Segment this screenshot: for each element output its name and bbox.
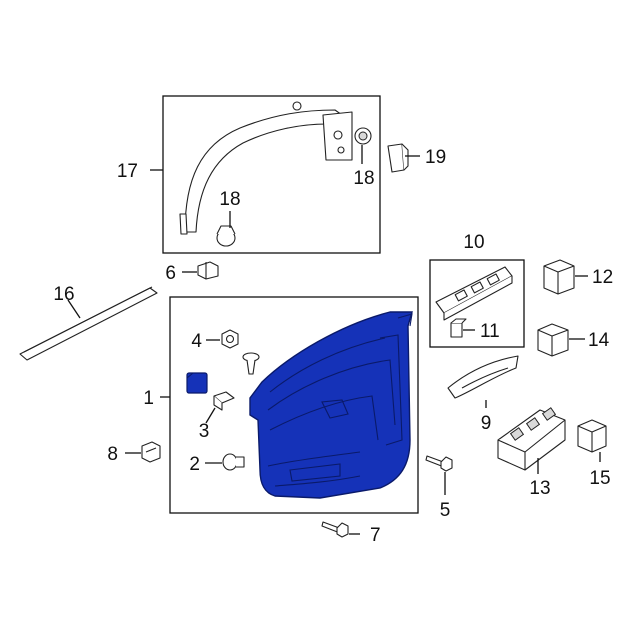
callout-7: 7 [370, 525, 381, 546]
callout-6: 6 [165, 263, 176, 284]
callout-12: 12 [592, 267, 613, 288]
leader-lines [67, 145, 601, 535]
group-box-10 [429, 259, 525, 348]
belt-molding-16 [19, 286, 158, 361]
switch-14 [537, 323, 569, 357]
frame-molding [179, 109, 353, 235]
fastener-2 [222, 453, 245, 471]
screw-5 [425, 455, 453, 472]
push-pin [242, 352, 260, 375]
retainer-clip-square [186, 372, 208, 394]
callout-8: 8 [107, 444, 118, 465]
callout-11: 11 [480, 321, 500, 342]
callout-16: 16 [53, 284, 74, 305]
callout-17: 17 [117, 161, 138, 182]
clip-18-right [354, 127, 372, 145]
window-switch-13 [497, 407, 566, 471]
group-box-1 [169, 296, 419, 514]
clip-3 [213, 391, 235, 411]
callout-18-right: 18 [353, 168, 374, 189]
handle-bezel-9 [447, 355, 519, 399]
switch-bezel-10 [435, 266, 513, 321]
callout-2: 2 [189, 454, 200, 475]
callout-18-left: 18 [219, 189, 240, 210]
callout-14: 14 [588, 330, 610, 351]
callout-10: 10 [463, 232, 484, 253]
callout-15: 15 [589, 468, 610, 489]
switch-15 [577, 419, 607, 453]
callout-3: 3 [199, 421, 210, 442]
callout-5: 5 [440, 500, 451, 521]
clip-11 [450, 318, 467, 338]
clip-6 [197, 261, 219, 280]
callout-4: 4 [191, 331, 202, 352]
callout-13: 13 [529, 478, 550, 499]
switch-12 [543, 259, 575, 295]
callout-1: 1 [143, 388, 154, 409]
clip-18-left [216, 225, 236, 247]
frame-hole [292, 101, 302, 111]
callout-19: 19 [425, 147, 446, 168]
door-trim-panel [249, 311, 413, 499]
callout-9: 9 [481, 413, 492, 434]
clip-19 [387, 143, 409, 173]
screw-7 [321, 521, 349, 538]
clip-8 [141, 441, 161, 463]
nut-4 [221, 329, 239, 349]
group-box-17 [162, 95, 381, 254]
